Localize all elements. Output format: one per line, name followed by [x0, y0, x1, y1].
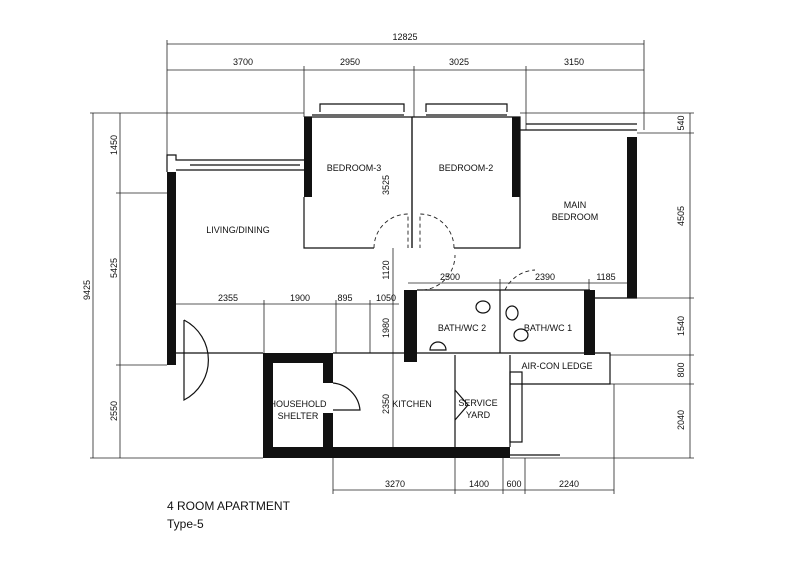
dim-right-4: 800 [676, 362, 686, 377]
dim-overall-height: 9425 [82, 280, 92, 300]
dim-top-2: 2950 [340, 57, 360, 67]
room-labels: LIVING/DINING BEDROOM-3 BEDROOM-2 MAIN B… [206, 163, 598, 421]
walls [166, 103, 637, 458]
dim-bath-1: 2500 [440, 272, 460, 282]
dim-right-2: 4505 [676, 206, 686, 226]
room-household-shelter-line1: HOUSEHOLD [269, 399, 327, 409]
doors [183, 213, 536, 421]
dim-right-3: 1540 [676, 316, 686, 336]
sanitary-fixtures [429, 300, 529, 351]
dim-left-3: 2550 [109, 401, 119, 421]
dim-top-4: 3150 [564, 57, 584, 67]
dim-left-2: 5425 [109, 258, 119, 278]
dim-mid-3: 895 [337, 293, 352, 303]
dim-mid-2: 1900 [290, 293, 310, 303]
room-bath-wc-1: BATH/WC 1 [524, 323, 572, 333]
room-bedroom-2: BEDROOM-2 [439, 163, 494, 173]
dim-bath-2: 2390 [535, 272, 555, 282]
dim-vertical-2: 1120 [381, 260, 391, 279]
dimension-labels: 12825 3700 2950 3025 3150 9425 1450 5425… [82, 32, 686, 489]
dim-bottom-1: 3270 [385, 479, 405, 489]
dim-top-1: 3700 [233, 57, 253, 67]
room-main-bedroom-line1: MAIN [564, 200, 587, 210]
room-kitchen: KITCHEN [392, 399, 432, 409]
room-main-bedroom-line2: BEDROOM [552, 212, 599, 222]
room-service-yard-line1: SERVICE [458, 398, 497, 408]
dim-right-1: 540 [676, 115, 686, 130]
dim-bottom-4: 2240 [559, 479, 579, 489]
room-bath-wc-2: BATH/WC 2 [438, 323, 486, 333]
dim-bottom-2: 1400 [469, 479, 489, 489]
plan-title: 4 ROOM APARTMENT [167, 499, 290, 513]
room-living-dining: LIVING/DINING [206, 225, 270, 235]
dimension-lines [90, 40, 694, 494]
dim-top-3: 3025 [449, 57, 469, 67]
room-household-shelter-line2: SHELTER [278, 411, 319, 421]
plan-subtitle: Type-5 [167, 517, 204, 531]
dim-bottom-3: 600 [506, 479, 521, 489]
dim-right-5: 2040 [676, 410, 686, 430]
dim-vertical-3: 1980 [381, 318, 391, 338]
room-air-con-ledge: AIR-CON LEDGE [521, 361, 592, 371]
dim-overall-width: 12825 [392, 32, 417, 42]
dim-mid-4: 1050 [376, 293, 396, 303]
room-service-yard-line2: YARD [466, 410, 491, 420]
dim-mid-1: 2355 [218, 293, 238, 303]
dim-vertical-1: 3525 [381, 175, 391, 195]
dim-left-1: 1450 [109, 135, 119, 155]
room-bedroom-3: BEDROOM-3 [327, 163, 382, 173]
dim-bath-3: 1185 [596, 272, 615, 282]
dim-vertical-4: 2350 [381, 394, 391, 414]
